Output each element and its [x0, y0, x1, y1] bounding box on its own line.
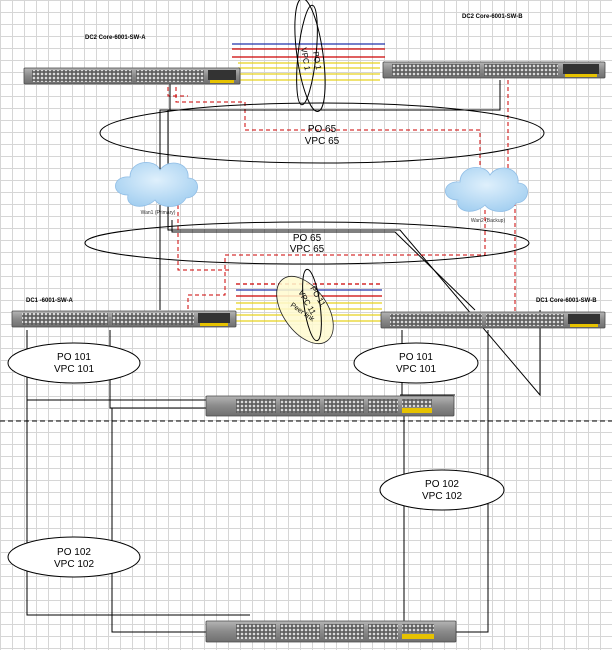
po102-right-po-label: PO 102: [425, 479, 459, 490]
fex-2: [205, 620, 457, 643]
po102-right-vpc-label: VPC 102: [422, 491, 462, 502]
dc1-switch-a: [11, 310, 237, 328]
po101-left-ellipse: [7, 342, 141, 384]
dc1-switch-a-label: DC1 -6001-SW-A: [26, 298, 74, 304]
wan1-cloud: [115, 162, 198, 207]
wan-to-dc1-links: [159, 195, 541, 397]
po65-dc2-ellipse: [99, 102, 545, 164]
dc1-core-switch-b: [380, 311, 606, 329]
dc2-core-switch-b: [382, 61, 606, 79]
wan1-label: Wan1 (Primary): [141, 210, 176, 216]
po102-left-po-label: PO 102: [57, 547, 91, 558]
po1-po-label: PO 1: [311, 51, 323, 71]
po101-right-ellipse: [353, 342, 479, 384]
dc2-uplinks: [159, 80, 509, 180]
fex-1: [205, 395, 455, 417]
po65-dc1-po-label: PO 65: [293, 233, 322, 244]
po65-dc1-vpc-label: VPC 65: [290, 244, 325, 255]
wan2-label: Wan2 (Backup): [471, 218, 506, 224]
wan2-cloud: [445, 167, 528, 212]
po102-right-ellipse: [379, 469, 505, 511]
po1-ellipse: [294, 0, 326, 112]
po65-dc1-ellipse: [84, 221, 530, 265]
po65-dc2-vpc-label: VPC 65: [305, 136, 340, 147]
po102-left-ellipse: [7, 536, 141, 578]
po101-right-vpc-label: VPC 101: [396, 364, 436, 375]
po101-left-po-label: PO 101: [57, 352, 91, 363]
po101-left-vpc-label: VPC 101: [54, 364, 94, 375]
po11-ellipse: [276, 268, 334, 344]
dc1-switch-b-label: DC1 Core-6001-SW-B: [536, 298, 597, 304]
po1-vpc-label: VPC 1: [299, 47, 312, 72]
dc2-core-switch-a: [23, 67, 241, 85]
dc2-switch-b-label: DC2 Core-6001-SW-B: [462, 14, 523, 20]
dc2-peer-link-bundle: [232, 43, 385, 81]
po102-left-vpc-label: VPC 102: [54, 559, 94, 570]
po65-dc2-po-label: PO 65: [308, 124, 337, 135]
po101-right-po-label: PO 101: [399, 352, 433, 363]
dc2-switch-a-label: DC2 Core-6001-SW-A: [85, 35, 146, 41]
